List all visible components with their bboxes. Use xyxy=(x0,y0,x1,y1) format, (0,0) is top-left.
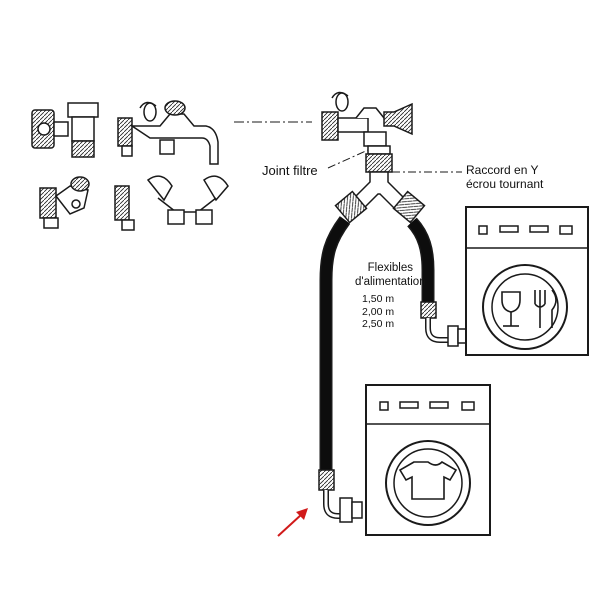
dishwasher xyxy=(465,206,589,356)
length-option-3: 2,50 m xyxy=(362,318,395,330)
hose-right xyxy=(407,217,435,305)
tshirt-icon xyxy=(398,461,458,500)
joint-filtre-leader xyxy=(327,149,369,169)
plate-glass-cutlery-icon xyxy=(501,289,557,328)
hose-fitting-washer xyxy=(318,469,363,523)
hose-lengths-list: 1,50 m 2,00 m 2,50 m xyxy=(362,293,394,331)
flexibles-line1: Flexibles xyxy=(367,262,413,274)
length-option-2: 2,00 m xyxy=(362,305,395,318)
hose-left xyxy=(319,216,351,470)
valve-option-3-icon xyxy=(39,176,90,229)
flexibles-line2: d'alimentation xyxy=(355,276,426,288)
valve-option-4-icon xyxy=(114,175,229,231)
valve-option-1-icon xyxy=(31,102,99,158)
flexibles-label: Flexibles d'alimentation xyxy=(355,261,426,289)
y-connector-icon xyxy=(334,153,426,224)
joint-filtre-label: Joint filtre xyxy=(262,163,318,178)
length-option-1: 1,50 m xyxy=(362,293,395,305)
hose-fitting-dishwasher xyxy=(420,301,467,347)
valve-option-2-icon xyxy=(117,100,219,165)
pointer-arrow-icon xyxy=(277,508,308,537)
main-valve-icon xyxy=(321,91,413,155)
raccord-y-line2: écrou tournant xyxy=(466,177,544,191)
washing-machine xyxy=(365,384,491,536)
raccord-y-line1: Raccord en Y xyxy=(466,163,539,177)
raccord-y-label: Raccord en Y écrou tournant xyxy=(466,163,543,191)
